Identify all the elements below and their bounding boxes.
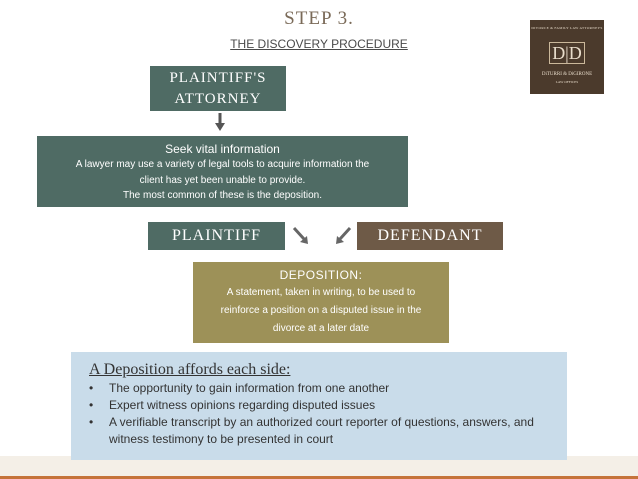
footer-band	[0, 456, 638, 476]
bullet-icon: •	[89, 398, 94, 412]
defendant-box: DEFENDANT	[357, 222, 503, 250]
seek-line-1: A lawyer may use a variety of legal tool…	[75, 159, 370, 170]
seek-line-2: client has yet been unable to provide.	[139, 174, 306, 186]
bullet-icon: •	[89, 381, 94, 395]
plaintiff-box: PLAINTIFF	[148, 222, 285, 250]
seek-heading: Seek vital information	[165, 142, 280, 156]
list-item-text: A verifiable transcript by an authorized…	[109, 415, 534, 446]
deposition-box: DEPOSITION: A statement, taken in writin…	[193, 262, 449, 343]
seek-line-3: The most common of these is the depositi…	[123, 190, 322, 201]
footer-accent-line	[0, 476, 638, 479]
list-item-text: Expert witness opinions regarding disput…	[109, 398, 376, 412]
benefits-list: • The opportunity to gain information fro…	[89, 380, 559, 448]
section-subtitle: THE DISCOVERY PROCEDURE	[230, 37, 408, 51]
panel-heading: A Deposition affords each side:	[89, 361, 291, 378]
logo-subtitle: LAW OFFICES	[555, 80, 579, 84]
arrow-diagonal-right-down-icon	[292, 226, 308, 244]
logo-monogram: D|D	[549, 42, 585, 64]
arrow-diagonal-left-down-icon	[336, 226, 352, 244]
list-item: • Expert witness opinions regarding dispu…	[89, 397, 559, 414]
firm-logo: DIVORCE & FAMILY LAW ATTORNEYS D|D DiTUR…	[530, 20, 604, 94]
list-item: • The opportunity to gain information fro…	[89, 380, 559, 397]
bullet-icon: •	[89, 415, 94, 429]
list-item-text: The opportunity to gain information from…	[109, 381, 390, 395]
seek-information-box: Seek vital information A lawyer may use …	[37, 136, 408, 207]
plaintiffs-attorney-box: PLAINTIFF'S ATTORNEY	[150, 66, 286, 111]
step-title: STEP 3.	[284, 8, 354, 29]
arrow-down-icon	[215, 113, 225, 131]
logo-firm-name: DiTURRI & DiGIRONE	[541, 72, 593, 77]
logo-tagline: DIVORCE & FAMILY LAW ATTORNEYS	[531, 26, 603, 30]
deposition-heading: DEPOSITION:	[279, 268, 363, 282]
list-item: • A verifiable transcript by an authorize…	[89, 414, 559, 448]
deposition-line-3: divorce at a later date	[272, 323, 370, 334]
deposition-line-2: reinforce a position on a disputed issue…	[220, 305, 422, 316]
deposition-line-1: A statement, taken in writing, to be use…	[226, 287, 416, 298]
deposition-benefits-panel: A Deposition affords each side: • The opp…	[71, 352, 567, 460]
